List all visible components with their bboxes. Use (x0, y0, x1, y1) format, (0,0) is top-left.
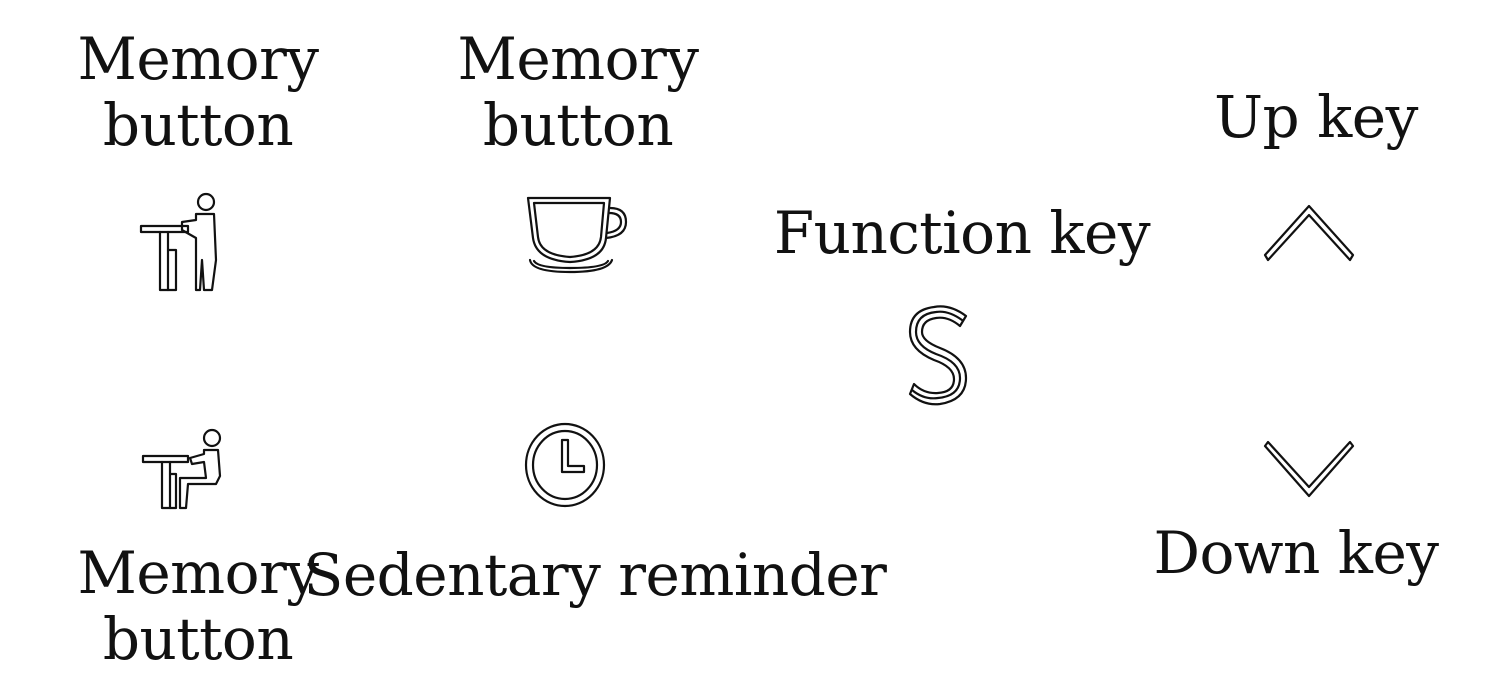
coffee-memory-label-line1: Memory (457, 25, 699, 93)
stand-memory-label: Memory button (68, 26, 328, 158)
sedentary-label: Sedentary reminder (303, 541, 887, 609)
coffee-memory-label-line2: button (482, 91, 674, 159)
function-key-label: Function key (773, 199, 1151, 267)
chevron-up-icon[interactable] (1262, 200, 1356, 262)
sit-memory-label: Memory button (68, 540, 328, 672)
standing-desk-icon[interactable] (138, 190, 224, 294)
sit-memory-label-line2: button (102, 605, 294, 673)
up-key-label: Up key (1214, 83, 1418, 151)
clock-icon[interactable] (524, 422, 606, 508)
chevron-down-icon[interactable] (1262, 440, 1356, 502)
sitting-desk-icon[interactable] (140, 426, 224, 512)
stand-memory-label-line1: Memory (77, 25, 319, 93)
coffee-memory-label: Memory button (448, 26, 708, 158)
sit-memory-label-line1: Memory (77, 539, 319, 607)
s-letter-icon[interactable] (908, 305, 970, 406)
stand-memory-label-line2: button (102, 91, 294, 159)
coffee-cup-icon[interactable] (526, 194, 630, 276)
down-key-label: Down key (1153, 519, 1439, 587)
